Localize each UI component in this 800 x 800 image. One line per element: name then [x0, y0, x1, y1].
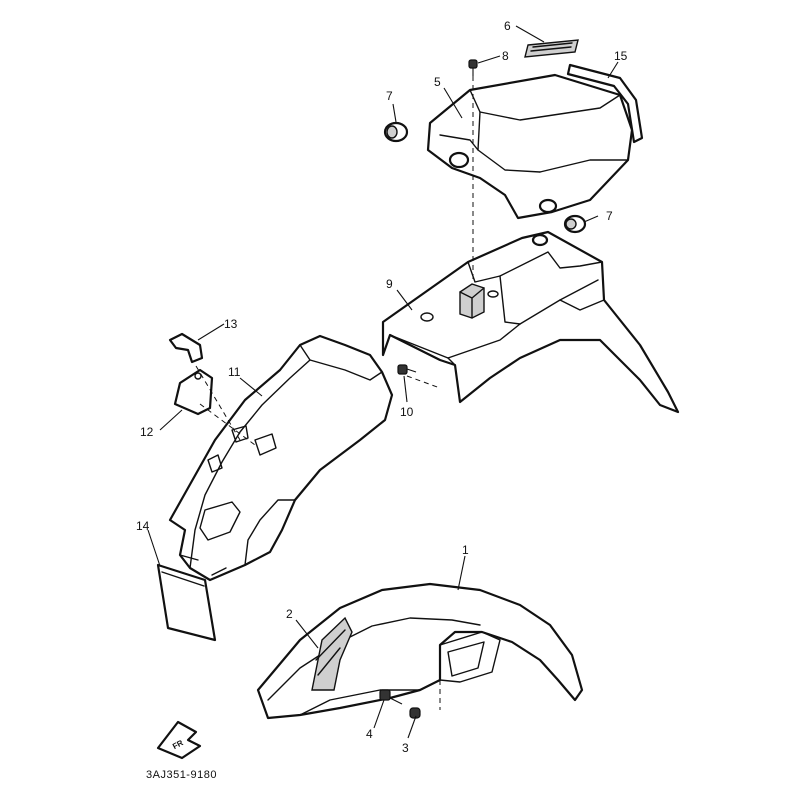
part-7-grommet-right — [563, 214, 587, 234]
callout-7-left: 7 — [386, 89, 393, 103]
callout-9: 9 — [386, 277, 393, 291]
assembly-lines — [195, 76, 474, 710]
callout-12: 12 — [140, 425, 154, 439]
callout-14: 14 — [136, 519, 150, 533]
callouts: 1 2 3 4 5 6 7 7 8 9 10 11 12 13 14 15 — [136, 19, 628, 755]
callout-5: 5 — [434, 75, 441, 89]
callout-4: 4 — [366, 727, 373, 741]
part-8-screw — [468, 59, 478, 76]
callout-2: 2 — [286, 607, 293, 621]
callout-11: 11 — [228, 365, 241, 379]
part-6-emblem — [524, 39, 579, 58]
callout-7-right: 7 — [606, 209, 613, 223]
part-13-bracket — [168, 332, 204, 364]
callout-8: 8 — [502, 49, 509, 63]
part-3-nut — [409, 707, 421, 719]
part-7-grommet-left — [383, 121, 409, 143]
part-2-decal — [311, 616, 353, 691]
callout-10: 10 — [400, 405, 414, 419]
part-14-mud-flap — [156, 563, 217, 642]
part-9-fender-bracket — [381, 230, 680, 414]
part-5-rear-cowl — [426, 73, 634, 220]
part-10-bolt — [397, 364, 417, 375]
front-direction-marker: FR — [156, 720, 202, 760]
callout-6: 6 — [504, 19, 511, 33]
part-4-bolt — [379, 689, 403, 705]
callout-15: 15 — [614, 49, 628, 63]
part-12-plate — [173, 368, 214, 416]
part-15-seal-strip — [566, 63, 644, 144]
callout-3: 3 — [402, 741, 409, 755]
leader-lines — [147, 25, 619, 739]
drawing-code: 3AJ351-9180 — [146, 769, 217, 781]
callout-1: 1 — [462, 543, 469, 557]
part-1-front-fender — [256, 582, 584, 720]
part-11-inner-mudguard — [168, 334, 394, 582]
callout-13: 13 — [224, 317, 238, 331]
